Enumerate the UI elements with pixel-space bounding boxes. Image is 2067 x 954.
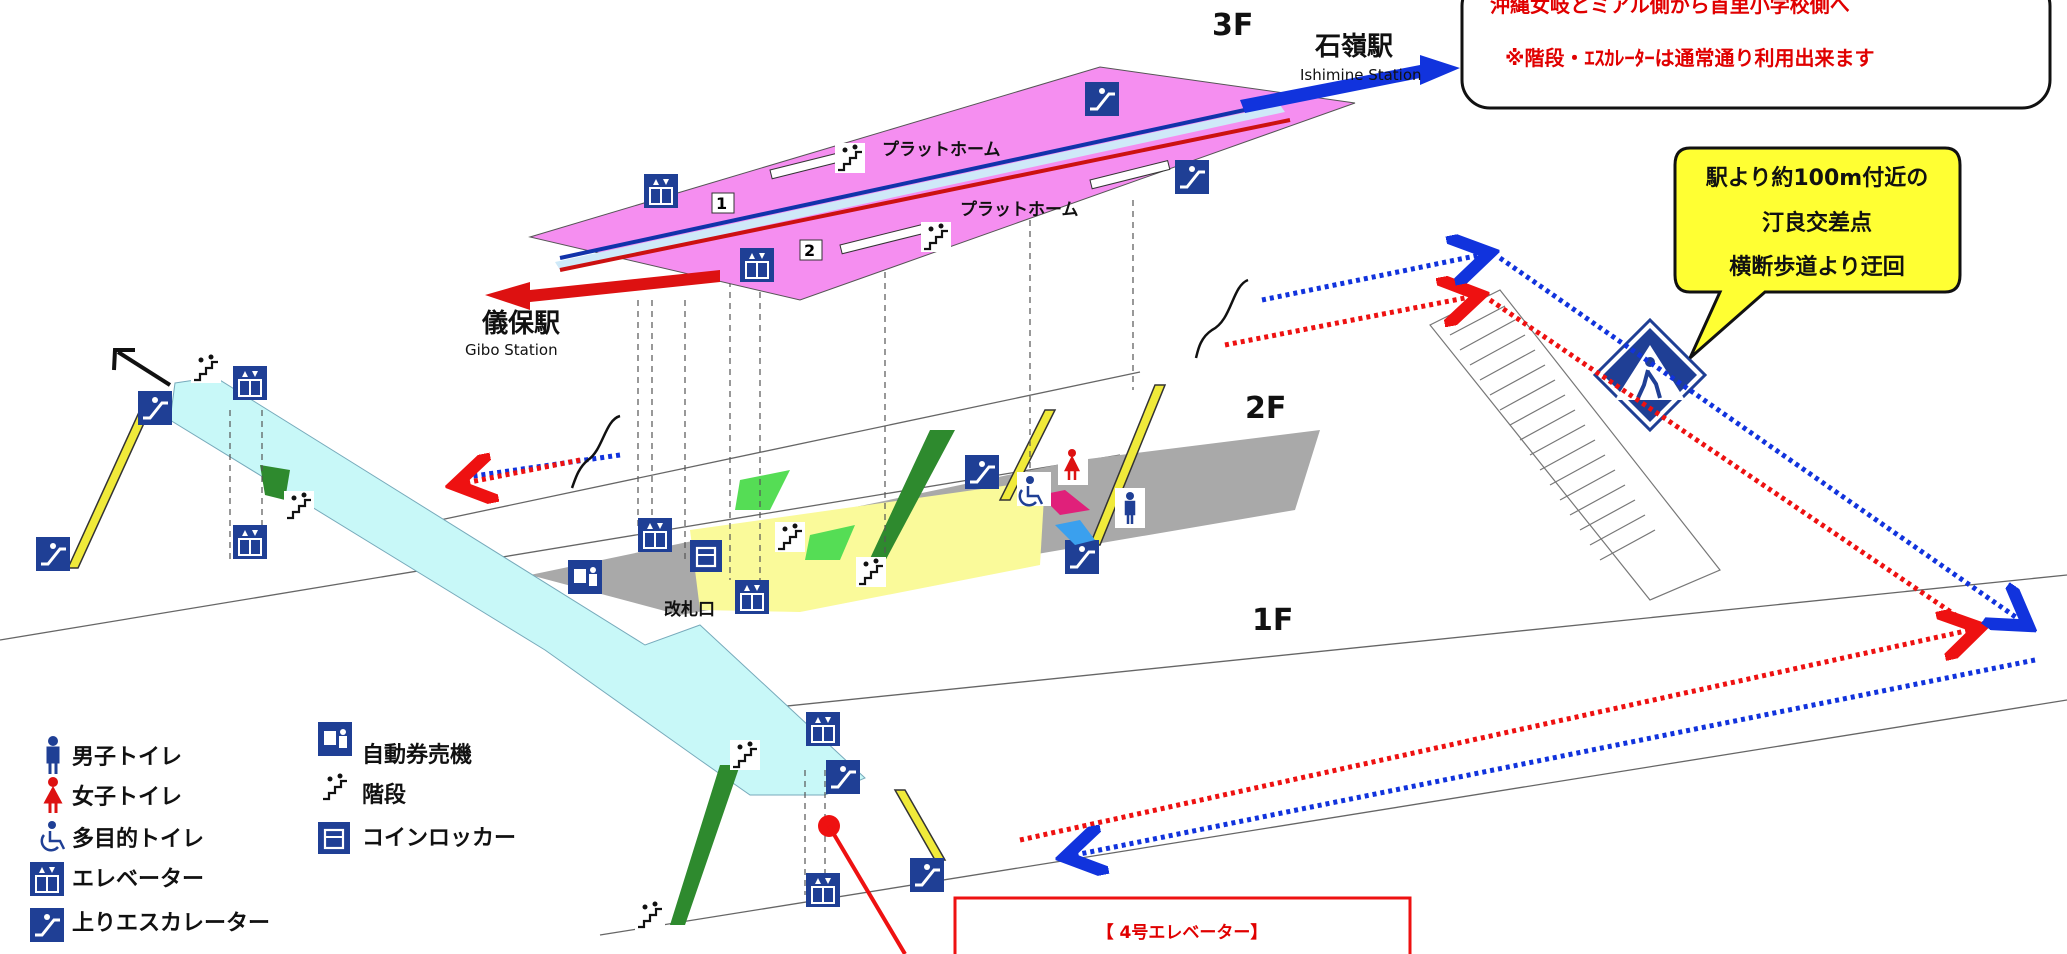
- platform-3f: 1 2: [528, 66, 1356, 301]
- stairs-icon: [318, 770, 352, 804]
- wheelchair-icon: [1026, 476, 1034, 484]
- wheelchair-icon: [48, 821, 56, 829]
- track-1-label: 1: [716, 194, 727, 213]
- route-breaks: [570, 278, 1249, 489]
- elevator-icon: [29, 861, 65, 897]
- women-toilet-icon: [1068, 449, 1076, 457]
- ticket-gate-label: 改札口: [664, 599, 715, 620]
- notice-line-1: 沖縄女岐とミアル側から首里小学校側へ: [1490, 0, 1850, 17]
- elevator-icon: [643, 173, 679, 209]
- svg-text:階段: 階段: [362, 782, 406, 808]
- gibo-station-en: Gibo Station: [465, 341, 558, 359]
- women-toilet-icon: [48, 777, 58, 787]
- elevator-4-box: 【 4号エレベーター】: [953, 896, 1412, 954]
- stairs-icon: [854, 555, 888, 589]
- stairs-icon: [919, 220, 953, 254]
- stairs-icon: [773, 520, 807, 554]
- escalator-icon: [1173, 158, 1211, 196]
- ishimine-station-name: 石嶺駅: [1314, 32, 1393, 62]
- platform-label-1: プラットホーム: [882, 139, 1001, 160]
- escalator-icon: [908, 856, 946, 894]
- elevator-4-title: 【 4号エレベーター】: [1097, 922, 1268, 943]
- elevator-icon: [232, 365, 268, 401]
- track-2-label: 2: [804, 241, 815, 260]
- crosswalk: [1429, 289, 1721, 601]
- pedestrian-crossing-sign-icon: [1592, 317, 1708, 433]
- elevator-4-marker: [818, 815, 907, 954]
- ground-lines: [0, 371, 2067, 936]
- legend-coin-locker: コインロッカー: [316, 820, 516, 856]
- legend-up-escalator: 上りエスカレーター: [28, 906, 270, 944]
- svg-text:上りエスカレーター: 上りエスカレーター: [72, 911, 270, 936]
- stairs-icon: [633, 898, 667, 932]
- bubble-line-2: 汀良交差点: [1762, 210, 1872, 236]
- escalator-icon: [34, 535, 72, 573]
- elevator-icon: [637, 517, 673, 553]
- notice-box: 沖縄女岐とミアル側から首里小学校側へ ※階段・ｴｽｶﾚｰﾀｰは通常通り利用出来ま…: [1460, 0, 2052, 110]
- detour-route: [460, 255, 2035, 855]
- paid-area: [690, 480, 1045, 612]
- elevator-icon: [734, 579, 770, 615]
- exit-arrow: [112, 348, 172, 387]
- floor-3f-label: 3F: [1212, 8, 1253, 43]
- floor-1f-label: 1F: [1252, 603, 1293, 638]
- escalator-icon: [824, 758, 862, 796]
- bubble-line-3: 横断歩道より迂回: [1729, 254, 1905, 280]
- escalator-icon: [136, 389, 174, 427]
- men-toilet-icon: [1126, 492, 1134, 500]
- svg-text:男子トイレ: 男子トイレ: [72, 745, 182, 770]
- men-toilet-icon: [48, 736, 58, 746]
- elevator-icon: [805, 872, 841, 908]
- escalator-icon: [28, 906, 66, 944]
- ishimine-direction-arrow: [1240, 55, 1460, 113]
- ticket-machine-icon: [568, 560, 602, 594]
- escalator-icon: [963, 453, 1001, 491]
- stairs-icon: [189, 351, 223, 385]
- stairs-icon: [833, 141, 867, 175]
- notice-line-2: ※階段・ｴｽｶﾚｰﾀｰは通常通り利用出来ます: [1505, 46, 1874, 70]
- platform-label-2: プラットホーム: [960, 199, 1079, 220]
- stairs-icon: [282, 489, 316, 523]
- legend-ticket-machine: 自動券売機: [318, 722, 472, 768]
- legend-stairs: 階段: [318, 770, 406, 808]
- escalator-icon: [1083, 80, 1121, 118]
- svg-text:女子トイレ: 女子トイレ: [72, 784, 182, 810]
- legend-women-toilet: 女子トイレ: [43, 777, 182, 813]
- svg-text:多目的トイレ: 多目的トイレ: [72, 826, 204, 852]
- svg-text:コインロッカー: コインロッカー: [362, 826, 516, 851]
- coin-locker-icon: [688, 538, 724, 574]
- svg-text:エレベーター: エレベーター: [72, 867, 204, 892]
- legend-elevator: エレベーター: [29, 861, 204, 897]
- ishimine-station-en: Ishimine Station: [1300, 66, 1422, 84]
- legend: 男子トイレ 女子トイレ 多目的トイレ エレベーター 上りエスカレーター 自動券売…: [28, 722, 516, 944]
- floor-2f-label: 2F: [1245, 391, 1286, 426]
- gibo-direction-arrow: [485, 270, 720, 310]
- toilet-area: [1017, 445, 1145, 545]
- ticket-machine-icon: [318, 722, 352, 756]
- elevator-icon: [232, 524, 268, 560]
- elevator-icon: [739, 247, 775, 283]
- gibo-station-name: 儀保駅: [481, 309, 560, 339]
- legend-multi-toilet: 多目的トイレ: [40, 821, 204, 852]
- stairs-icon: [728, 738, 762, 772]
- escalator-icon: [1063, 538, 1101, 576]
- coin-locker-icon: [316, 820, 352, 856]
- detour-bubble: 駅より約100m付近の 汀良交差点 横断歩道より迂回: [1673, 146, 1962, 360]
- elevator-icon: [805, 711, 841, 747]
- svg-text:自動券売機: 自動券売機: [362, 742, 472, 768]
- stairs-green: [260, 430, 955, 925]
- bubble-line-1: 駅より約100m付近の: [1706, 165, 1928, 191]
- legend-men-toilet: 男子トイレ: [46, 736, 182, 774]
